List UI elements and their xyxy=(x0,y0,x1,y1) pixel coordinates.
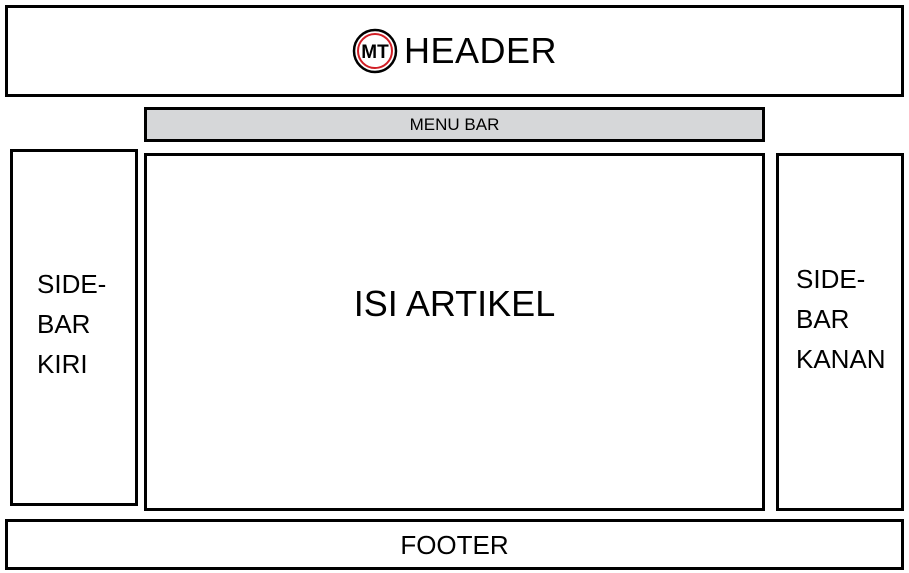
footer-block: FOOTER xyxy=(5,519,904,570)
header-label: HEADER xyxy=(403,30,558,71)
menu-bar-label: MENU BAR xyxy=(409,115,500,134)
sidebar-left-block: SIDE- BAR KIRI xyxy=(10,149,138,506)
content-block: ISI ARTIKEL xyxy=(144,153,765,511)
mt-logo: MT xyxy=(352,28,398,74)
header-block: MT HEADER xyxy=(5,5,904,97)
sidebar-right-block: SIDE- BAR KANAN xyxy=(776,153,904,511)
footer-label: FOOTER xyxy=(400,529,509,560)
content-label: ISI ARTIKEL xyxy=(353,283,556,324)
sidebar-right-label: SIDE- BAR KANAN xyxy=(796,264,886,374)
header-content: MT HEADER xyxy=(352,28,557,74)
menu-bar-block: MENU BAR xyxy=(144,107,765,142)
logo-text: MT xyxy=(361,42,389,63)
sidebar-left-label: SIDE- BAR KIRI xyxy=(37,269,107,379)
